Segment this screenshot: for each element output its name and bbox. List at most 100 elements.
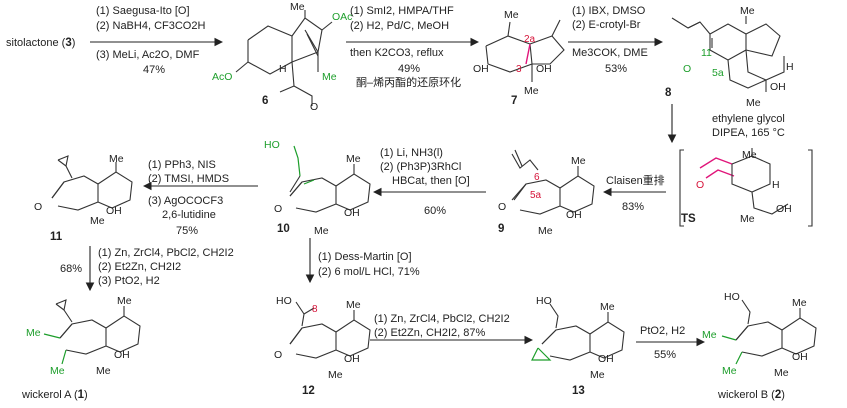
svg-text:75%: 75% <box>176 225 198 237</box>
svg-text:(3) AgOCOCF3: (3) AgOCOCF3 <box>148 195 223 207</box>
ts-me: Me <box>742 149 757 161</box>
svg-text:(2) NaBH4, CF3CO2H: (2) NaBH4, CF3CO2H <box>96 20 205 32</box>
cmpd8-number: 8 <box>665 87 672 99</box>
step3-conditions: (1) IBX, DMSO (2) E-crotyl-Br Me3COK, DM… <box>572 5 648 75</box>
cmpd9-o: O <box>498 201 506 213</box>
svg-text:HBCat, then [O]: HBCat, then [O] <box>392 175 470 187</box>
cmpd8-oh: OH <box>770 81 786 93</box>
ts-h: H <box>772 179 780 191</box>
step11-conditions: PtO2, H2 55% <box>640 325 685 361</box>
cmpd10-o: O <box>274 203 282 215</box>
step4-conditions: ethylene glycol DIPEA, 165 °C <box>712 113 785 139</box>
svg-text:(3) MeLi, Ac2O, DMF: (3) MeLi, Ac2O, DMF <box>96 49 200 61</box>
cmpd7-number: 7 <box>511 95 517 107</box>
cmpd8-5a: 5a <box>712 67 724 79</box>
compound-6-structure <box>235 10 333 106</box>
cmpd12-me2: Me <box>328 369 343 381</box>
cmpd12-number: 12 <box>302 385 315 397</box>
cmpd10-ho: HO <box>264 139 280 151</box>
cmpd9-number: 9 <box>498 223 504 235</box>
step10-conditions: (1) Zn, ZrCl4, PbCl2, CH2I2 (2) Et2Zn, C… <box>374 313 510 339</box>
wickerol-b-me2: Me <box>702 329 717 341</box>
cmpd9-6: 6 <box>534 172 540 183</box>
compound-7-structure <box>485 19 565 82</box>
cmpd8-11: 11 <box>701 47 712 59</box>
cmpd7-2a: 2a <box>524 34 536 45</box>
cmpd7-me: Me <box>504 9 519 21</box>
wickerol-a-me3: Me <box>50 365 65 377</box>
cmpd13-number: 13 <box>572 385 585 397</box>
cmpd12-o: O <box>274 349 282 361</box>
cmpd8-o: O <box>683 63 691 75</box>
step6-conditions: (1) Li, NH3(l) (2) (Ph3P)3RhCl HBCat, th… <box>380 147 470 217</box>
cmpd12-oh: OH <box>344 353 360 365</box>
cmpd11-number: 11 <box>50 231 63 243</box>
cmpd6-me: Me <box>290 1 305 13</box>
cmpd12-ho: HO <box>276 295 292 307</box>
cmpd6-me2: Me <box>322 71 337 83</box>
svg-text:83%: 83% <box>622 201 644 213</box>
svg-text:(1) Zn, ZrCl4, PbCl2, CH2I2: (1) Zn, ZrCl4, PbCl2, CH2I2 <box>98 247 234 259</box>
wickerol-b-me3: Me <box>722 365 737 377</box>
wickerol-b-structure <box>721 299 817 365</box>
svg-text:60%: 60% <box>424 205 446 217</box>
wickerol-a-me4: Me <box>96 365 111 377</box>
svg-text:(2) H2, Pd/C, MeOH: (2) H2, Pd/C, MeOH <box>350 20 449 32</box>
step7-conditions: (1) PPh3, NIS (2) TMSI, HMDS (3) AgOCOCF… <box>148 159 229 237</box>
wickerol-a-oh: OH <box>114 349 130 361</box>
wickerol-a-label: wickerol A (1) <box>21 389 88 401</box>
step2-conditions: (1) SmI2, HMPA/THF (2) H2, Pd/C, MeOH th… <box>350 5 461 89</box>
cmpd10-number: 10 <box>277 223 290 235</box>
cmpd7-oh1: OH <box>473 63 489 75</box>
cmpd9-oh: OH <box>566 209 582 221</box>
cmpd11-o: O <box>34 201 42 213</box>
svg-text:(1) PPh3, NIS: (1) PPh3, NIS <box>148 159 216 171</box>
step5-conditions: Claisen重排 83% <box>606 173 665 213</box>
cmpd9-me2: Me <box>538 225 553 237</box>
svg-text:(2) TMSI, HMDS: (2) TMSI, HMDS <box>148 173 229 185</box>
cmpd13-oh: OH <box>598 353 614 365</box>
svg-text:55%: 55% <box>654 349 676 361</box>
compound-11-structure <box>51 155 133 211</box>
cmpd6-h: H <box>279 63 287 75</box>
wickerol-b-ho: HO <box>724 291 740 303</box>
svg-text:49%: 49% <box>398 63 420 75</box>
svg-text:(2) 6 mol/L HCl, 71%: (2) 6 mol/L HCl, 71% <box>318 266 420 278</box>
svg-text:PtO2, H2: PtO2, H2 <box>640 325 685 337</box>
cmpd6-o: O <box>310 101 318 113</box>
cmpd7-oh2: OH <box>536 63 552 75</box>
cmpd10-me2: Me <box>314 225 329 237</box>
wickerol-b-me4: Me <box>774 367 789 379</box>
step8-conditions: (1) Zn, ZrCl4, PbCl2, CH2I2 (2) Et2Zn, C… <box>60 247 234 287</box>
cmpd13-me2: Me <box>590 369 605 381</box>
cmpd11-me2: Me <box>90 215 105 227</box>
compound-8-structure <box>671 16 785 92</box>
cmpd10-oh: OH <box>344 207 360 219</box>
svg-text:(2) E-crotyl-Br: (2) E-crotyl-Br <box>572 19 641 31</box>
cmpd12-me: Me <box>346 299 361 311</box>
compound-10-structure <box>289 145 371 213</box>
svg-text:酮–烯丙酯的还原环化: 酮–烯丙酯的还原环化 <box>356 75 461 89</box>
cmpd6-aco: AcO <box>212 71 232 83</box>
cmpd6-oac: OAc <box>332 11 352 23</box>
cmpd8-me: Me <box>740 5 755 17</box>
svg-text:ethylene glycol: ethylene glycol <box>712 113 785 125</box>
ts-o: O <box>696 179 704 191</box>
ts-oh: OH <box>776 203 792 215</box>
svg-text:(3) PtO2, H2: (3) PtO2, H2 <box>98 275 160 287</box>
step1-conditions: (1) Saegusa-Ito [O] (2) NaBH4, CF3CO2H (… <box>96 5 205 76</box>
svg-text:53%: 53% <box>605 63 627 75</box>
cmpd7-3: 3 <box>516 64 522 75</box>
start-label: sitolactone (3) <box>6 37 75 49</box>
cmpd11-oh: OH <box>106 205 122 217</box>
cmpd7-me2: Me <box>524 85 539 97</box>
svg-text:(1) Dess-Martin [O]: (1) Dess-Martin [O] <box>318 251 412 263</box>
wickerol-a-structure <box>43 299 141 365</box>
ts-label: TS <box>681 213 696 225</box>
svg-text:68%: 68% <box>60 263 82 275</box>
svg-text:(2) Et2Zn, CH2I2, 87%: (2) Et2Zn, CH2I2, 87% <box>374 327 485 339</box>
svg-text:(1) Li, NH3(l): (1) Li, NH3(l) <box>380 147 443 159</box>
cmpd12-8: 8 <box>312 304 318 315</box>
ts-me2: Me <box>740 213 755 225</box>
